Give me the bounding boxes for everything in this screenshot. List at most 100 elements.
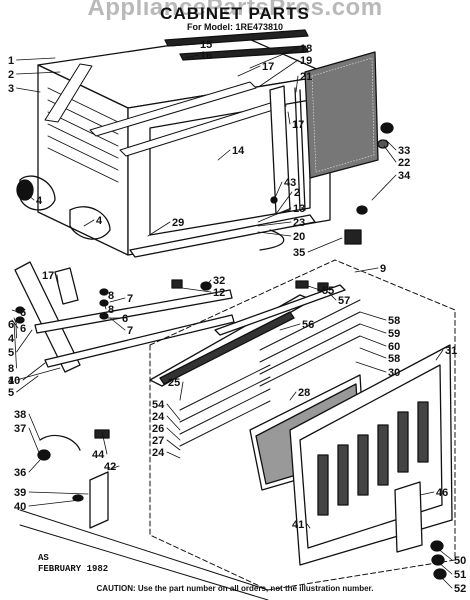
callout-13: 13 — [293, 203, 305, 215]
leader-line — [28, 459, 41, 473]
leader-line — [16, 57, 56, 61]
callout-40: 40 — [14, 501, 26, 513]
callout-1: 1 — [8, 55, 14, 67]
callout-21: 21 — [300, 71, 312, 83]
revision-stamp: AS FEBRUARY 1982 — [38, 553, 108, 575]
callout-46: 46 — [436, 487, 448, 499]
leader-line — [15, 323, 17, 339]
leader-line — [171, 43, 199, 47]
leader-line — [13, 317, 17, 325]
callout-6: 6 — [20, 323, 26, 335]
callout-2: 2 — [294, 187, 300, 199]
leader-line — [28, 499, 81, 507]
callout-17: 17 — [42, 270, 54, 282]
callout-54: 54 — [152, 399, 165, 411]
leader-line — [383, 145, 397, 163]
leader-line — [435, 349, 444, 361]
leader-line — [257, 221, 292, 227]
leader-line — [419, 491, 435, 496]
leader-line — [185, 54, 199, 59]
callout-7: 7 — [127, 293, 133, 305]
callout-29: 29 — [172, 217, 184, 229]
front-panel-frame — [289, 344, 453, 580]
callout-19: 19 — [300, 55, 312, 67]
callout-4: 4 — [8, 375, 15, 387]
callout-15: 15 — [200, 39, 212, 51]
callout-38: 38 — [14, 409, 26, 421]
leader-line — [16, 329, 33, 353]
leader-line — [21, 189, 35, 201]
leader-line — [359, 347, 387, 359]
callout-8: 8 — [8, 363, 14, 375]
leader-line — [437, 561, 453, 575]
callout-57: 57 — [338, 295, 350, 307]
leader-line — [22, 362, 46, 381]
callout-35: 35 — [293, 247, 305, 259]
leader-line — [16, 367, 61, 381]
callout-6: 6 — [122, 313, 128, 325]
callout-4: 4 — [96, 215, 103, 227]
leader-line — [103, 302, 107, 310]
callout-8: 8 — [108, 290, 114, 302]
callout-16: 16 — [200, 50, 212, 62]
callout-6: 6 — [20, 307, 26, 319]
callout-23: 23 — [293, 217, 305, 229]
callout-32: 32 — [213, 275, 225, 287]
callout-39: 39 — [14, 487, 26, 499]
leader-line — [179, 381, 184, 401]
leader-line — [354, 267, 379, 273]
leader-line — [166, 427, 181, 441]
leader-line — [56, 274, 59, 283]
callout-55: 55 — [322, 285, 334, 297]
leader-line — [181, 287, 212, 293]
leader-line — [109, 297, 126, 303]
leader-line — [307, 237, 343, 253]
stamp-date: FEBRUARY 1982 — [38, 564, 109, 574]
leader-line — [287, 111, 291, 125]
callout-25: 25 — [168, 377, 180, 389]
callout-4: 4 — [36, 195, 43, 207]
leader-line — [28, 427, 41, 456]
callout-8: 8 — [108, 304, 114, 316]
callout-58: 58 — [388, 353, 400, 365]
leader-line — [166, 439, 181, 451]
callout-2: 2 — [8, 69, 14, 81]
callout-28: 28 — [298, 387, 310, 399]
callout-18: 18 — [300, 43, 312, 55]
callout-33: 33 — [398, 145, 410, 157]
leader-line — [359, 335, 387, 347]
leader-line — [166, 451, 181, 459]
callout-3: 3 — [8, 83, 14, 95]
stamp-code: AS — [38, 553, 49, 563]
callout-10: 10 — [8, 375, 20, 387]
leader-line — [28, 491, 89, 495]
leader-line — [307, 285, 321, 291]
small-hardware — [171, 122, 394, 292]
leader-line — [279, 323, 301, 331]
leader-line — [359, 323, 387, 334]
callout-17: 17 — [292, 119, 304, 131]
leader-line — [83, 219, 95, 227]
callout-59: 59 — [388, 328, 400, 340]
callout-5: 5 — [8, 387, 14, 399]
leader-line — [11, 309, 19, 313]
leader-line — [273, 181, 283, 201]
callout-51: 51 — [454, 569, 466, 581]
callout-37: 37 — [14, 423, 26, 435]
callout-50: 50 — [454, 555, 466, 567]
leader-line — [107, 465, 120, 471]
callout-17: 17 — [262, 61, 274, 73]
leader-line — [217, 149, 231, 161]
air-filter — [304, 51, 379, 179]
louvre-assembly — [149, 284, 361, 447]
callout-58: 58 — [388, 315, 400, 327]
callout-41: 41 — [292, 519, 304, 531]
leader-line — [355, 361, 387, 373]
callout-7: 7 — [127, 325, 133, 337]
callout-43: 43 — [284, 177, 296, 189]
caution-note: CAUTION: Use the part number on all orde… — [96, 584, 374, 593]
callout-44: 44 — [92, 449, 105, 461]
leader-line — [13, 321, 17, 369]
watermark: AppliancePartsPros.com — [87, 0, 383, 21]
leader-line — [257, 207, 292, 223]
